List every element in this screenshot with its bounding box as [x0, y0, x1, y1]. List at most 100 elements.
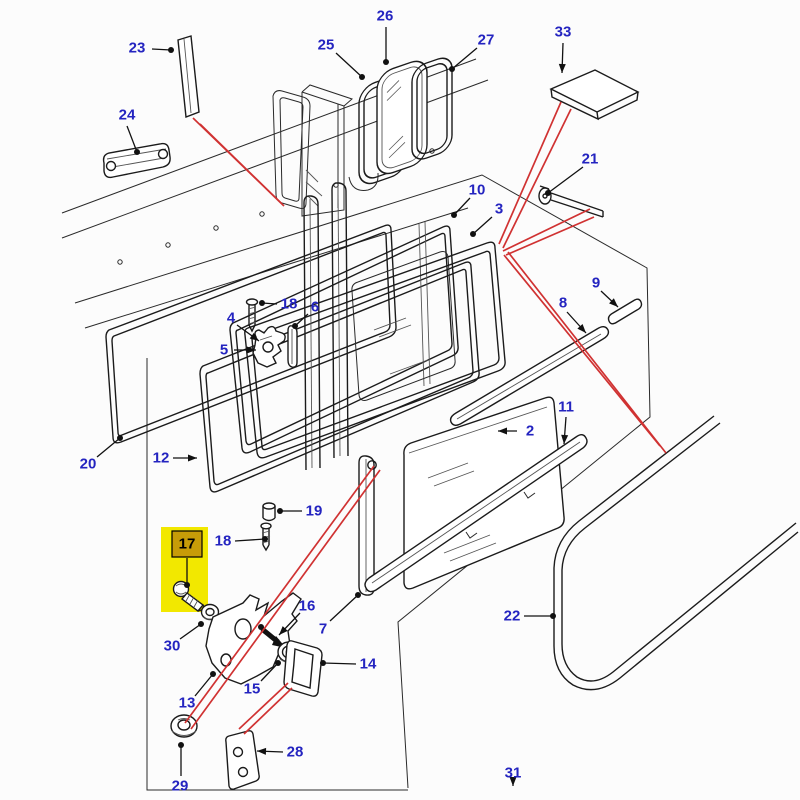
leader-dot-14: [320, 660, 326, 666]
highlight-label-box: [171, 530, 203, 558]
part-label-24: 24: [119, 107, 136, 124]
leader-dot-22: [550, 613, 556, 619]
part-label-29: 29: [172, 778, 189, 795]
leader-dot-24: [134, 149, 140, 155]
leader-dot-17: [184, 582, 190, 588]
part-label-12: 12: [153, 450, 170, 467]
part-label-30: 30: [164, 638, 181, 655]
leader-arrow-12: [188, 454, 197, 462]
part-7-glass-channel: [358, 455, 377, 596]
leader-dot-7: [355, 592, 361, 598]
red-locator-lines: [184, 101, 667, 735]
red-locator-line: [243, 687, 293, 735]
leader-dot-15: [275, 660, 281, 666]
part-10-glass-frame: [229, 221, 459, 454]
leader-line-21: [547, 166, 584, 194]
part-label-5: 5: [220, 342, 228, 359]
leader-arrow-9: [609, 298, 618, 307]
red-locator-line: [503, 254, 661, 447]
leader-dot-20: [117, 435, 123, 441]
part-label-21: 21: [582, 151, 599, 168]
part-label-16: 16: [299, 598, 316, 615]
part-label-2: 2: [526, 423, 534, 440]
leader-dot-18: [262, 536, 268, 542]
red-locator-line: [505, 216, 595, 256]
leader-dot-21: [545, 190, 551, 196]
part-6-strip: [287, 325, 298, 368]
part-label-20: 20: [80, 456, 97, 473]
leader-line-15: [260, 662, 279, 682]
red-locator-line: [498, 101, 562, 245]
red-locator-line: [502, 108, 572, 249]
leader-dot-10: [451, 212, 457, 218]
part-label-18: 18: [215, 533, 232, 550]
part-18-screw-upper: [245, 298, 259, 333]
leader-dot-25: [359, 74, 365, 80]
part-12-window-frame: [199, 261, 480, 493]
leader-line-20: [96, 437, 121, 458]
part-24-bracket: [102, 142, 171, 179]
part-label-31: 31: [505, 765, 522, 782]
part-2-sliding-glass: [403, 396, 565, 590]
leader-dot-18: [259, 300, 265, 306]
leader-dot-3: [470, 231, 476, 237]
part-label-4: 4: [227, 310, 236, 327]
part-label-17: 17: [179, 536, 196, 553]
part-28-plate: [225, 730, 260, 790]
part-label-13: 13: [179, 695, 196, 712]
leader-arrow-11: [561, 434, 569, 444]
leader-arrow-33: [558, 63, 566, 73]
panel-window-aperture: [272, 90, 311, 209]
fixed-glass-pane: [351, 251, 456, 401]
leader-line-10: [453, 197, 471, 216]
part-14-pad: [283, 640, 323, 697]
leader-line-30: [179, 623, 202, 640]
part-26-vent-glass: [376, 60, 428, 175]
leader-dot-26: [383, 59, 389, 65]
part-label-8: 8: [559, 295, 567, 312]
leader-arrow-4: [249, 332, 259, 341]
part-label-14: 14: [360, 656, 377, 673]
red-locator-line: [184, 465, 375, 724]
leader-arrow-5: [247, 346, 256, 354]
red-locator-line: [502, 208, 591, 252]
leader-dot-29: [178, 742, 184, 748]
leader-arrow-16: [279, 626, 288, 635]
part-label-28: 28: [287, 744, 304, 761]
part-label-25: 25: [318, 37, 335, 54]
part-11-bottom-rail: [364, 434, 588, 593]
part-label-22: 22: [504, 608, 521, 625]
leader-line-14: [322, 662, 357, 665]
leader-line-13: [194, 673, 214, 697]
leader-line-27: [451, 47, 478, 70]
leader-dot-30: [198, 621, 204, 627]
part-27-vent-channel: [411, 57, 453, 160]
part-22-seal-loop: [553, 415, 799, 691]
part-label-10: 10: [469, 182, 486, 199]
leader-dot-13: [210, 671, 216, 677]
red-locator-line: [190, 469, 381, 730]
part-label-6: 6: [311, 299, 319, 316]
part-23-strip: [177, 35, 200, 118]
panel-pillar: [301, 84, 353, 217]
leader-line-24: [126, 125, 138, 153]
part-label-27: 27: [478, 32, 495, 49]
seal-tail: [348, 172, 379, 191]
leader-dot-6: [292, 323, 298, 329]
part-8-guide-rail: [449, 326, 610, 426]
part-label-7: 7: [319, 621, 327, 638]
leader-dot-23: [168, 47, 174, 53]
red-locator-line: [238, 682, 289, 730]
part-4-5-latch-bracket: [252, 325, 286, 368]
part-label-26: 26: [377, 8, 394, 25]
part-label-9: 9: [592, 275, 600, 292]
leader-line-25: [335, 52, 363, 78]
leader-arrow-2: [498, 427, 507, 435]
frame-center-channels: [303, 182, 349, 471]
part-label-18: 18: [281, 296, 298, 313]
part-19-spacer: [262, 502, 276, 522]
part-33-pad: [549, 69, 640, 121]
